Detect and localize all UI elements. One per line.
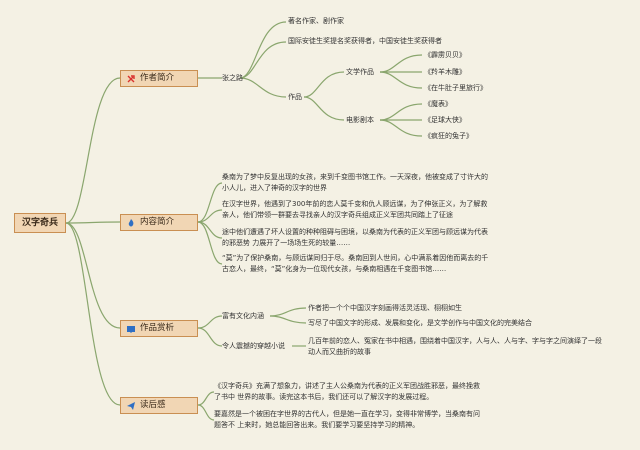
link-literary-1: [379, 54, 423, 73]
author-fact-2[interactable]: 国际安徒生奖提名奖获得者，中国安徒生奖获得者: [288, 37, 442, 45]
appreciation-novel[interactable]: 令人震撼的穿越小说: [222, 342, 285, 350]
topic-reflection-label: 读后感: [140, 400, 166, 410]
summary-paragraph-3[interactable]: 途中他们遭遇了坏人设置的种种阻碍与困境，以桑南为代表的正义军团与顾远谋为代表的邪…: [222, 228, 488, 247]
link-culture-2: [269, 315, 307, 324]
link-works-literary: [303, 71, 345, 98]
link-summary-p3: [197, 221, 223, 239]
link-root-author: [65, 77, 121, 224]
link-name-fact2: [239, 41, 287, 79]
link-root-reflection: [65, 222, 121, 406]
link-root-summary: [65, 221, 121, 224]
summary-paragraph-2[interactable]: 在汉字世界，他遇到了300年前的恋人莫千变和仇人顾远谋，为了伸张正义，为了解救亲…: [222, 200, 488, 219]
topic-appreciation-label: 作品赏析: [140, 323, 175, 333]
reflection-paragraph-2[interactable]: 要嘉然是一个被困在字世界的古代人，但是她一直在学习，变得非常博学，当桑南有问题答…: [214, 410, 480, 429]
summary-paragraph-4[interactable]: “莫”为了保护桑南，与顾远谋同归于尽。桑南回到人世间，心中满系着因他而离去的千古…: [222, 254, 489, 273]
topic-author-label: 作者简介: [140, 73, 175, 83]
film-work-2[interactable]: 《足球大侠》: [424, 116, 466, 124]
culture-point-1[interactable]: 作者把一个个中国汉字刻画得活灵活现、栩栩如生: [308, 304, 462, 312]
tools-icon: [127, 74, 135, 82]
author-fact-1[interactable]: 著名作家、剧作家: [288, 17, 344, 25]
author-film-label[interactable]: 电影剧本: [346, 116, 374, 124]
topic-summary-label: 内容简介: [140, 217, 175, 227]
topic-reflection[interactable]: 读后感: [120, 397, 198, 414]
link-film-3: [379, 119, 423, 137]
link-summary-p2: [197, 209, 223, 223]
link-reflection-p2: [197, 404, 215, 421]
link-summary-p4: [197, 221, 223, 265]
link-appreciation-novel: [197, 327, 223, 347]
reflection-paragraph-1[interactable]: 《汉字奇兵》充满了想象力，讲述了主人公桑南为代表的正义军团战胜邪恶，最终挽救了书…: [214, 382, 480, 401]
link-reflection-p1: [197, 391, 215, 406]
link-name-works: [239, 77, 287, 98]
literary-work-3[interactable]: 《在牛肚子里旅行》: [424, 84, 487, 92]
root-node[interactable]: 汉字奇兵: [14, 213, 66, 233]
link-appreciation-culture: [197, 315, 223, 329]
topic-appreciation[interactable]: 作品赏析: [120, 320, 198, 337]
appreciation-culture[interactable]: 富有文化内涵: [222, 312, 264, 320]
flame-icon: [128, 218, 134, 226]
author-literary-label[interactable]: 文学作品: [346, 68, 374, 76]
summary-paragraph-1[interactable]: 桑南为了梦中反复出现的女孩，来到千变图书馆工作。一天深夜，他被变成了寸许大的小人…: [222, 173, 488, 192]
film-work-3[interactable]: 《疯狂的兔子》: [424, 132, 473, 140]
topic-author[interactable]: 作者简介: [120, 70, 198, 87]
link-root-appreciation: [65, 222, 121, 329]
film-work-1[interactable]: 《魔表》: [424, 100, 452, 108]
link-culture-1: [269, 307, 307, 317]
culture-point-2[interactable]: 写尽了中国文字的形成、发展和变化，是文学创作与中国文化的完美结合: [308, 319, 532, 327]
literary-work-2[interactable]: 《羚羊木雕》: [424, 68, 466, 76]
book-icon: [127, 325, 135, 333]
link-literary-3: [379, 71, 423, 89]
link-summary-p1: [197, 182, 223, 223]
novel-text[interactable]: 几百年前的恋人、冤家在书中相遇，围绕着中国汉字，人与人、人与字、字与字之间演绎了…: [308, 337, 602, 356]
paper-plane-icon: [127, 401, 135, 410]
link-name-fact1: [239, 21, 287, 79]
author-works[interactable]: 作品: [288, 93, 302, 101]
literary-work-1[interactable]: 《霹雳贝贝》: [424, 51, 466, 59]
topic-summary[interactable]: 内容简介: [120, 214, 198, 231]
link-film-1: [379, 103, 423, 121]
author-name[interactable]: 张之路: [222, 74, 243, 82]
link-works-film: [303, 96, 345, 121]
